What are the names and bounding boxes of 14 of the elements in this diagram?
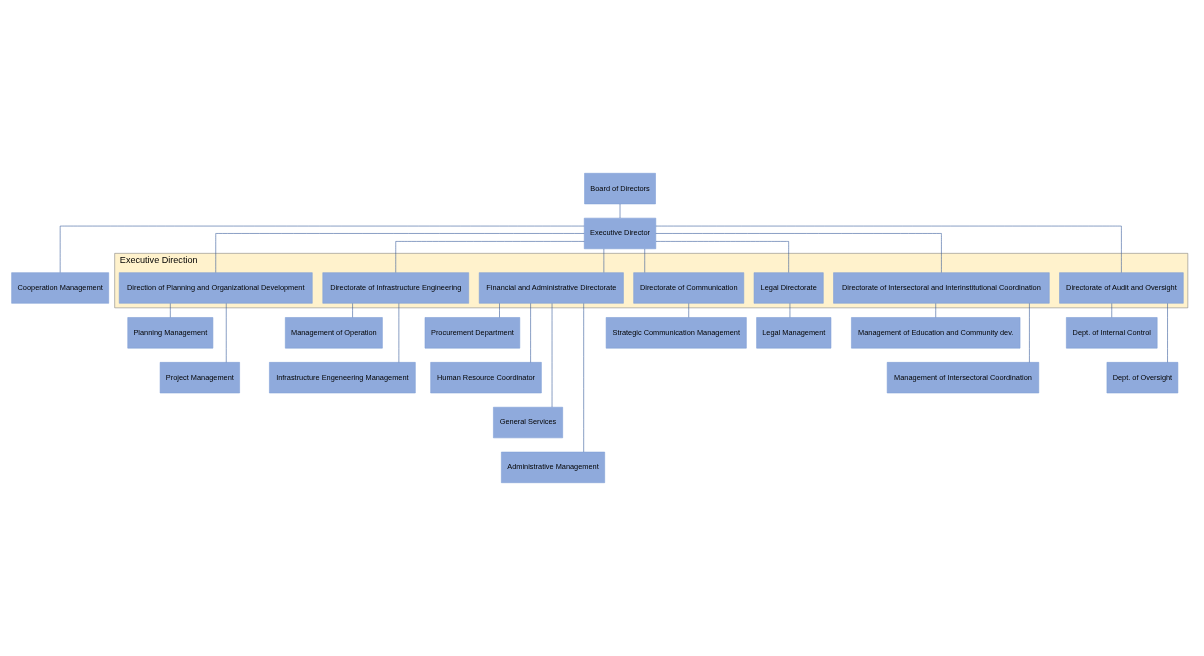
- connector: [499, 303, 500, 318]
- connector: [225, 303, 227, 363]
- connector: [655, 241, 789, 273]
- connector: [395, 241, 585, 273]
- connector: [530, 303, 531, 363]
- connector: [644, 248, 645, 273]
- connector: [1167, 303, 1168, 363]
- connector: [655, 225, 1122, 273]
- connector: [655, 233, 942, 273]
- connector: [215, 233, 585, 273]
- connector: [1029, 303, 1030, 363]
- connector: [583, 303, 584, 453]
- connector: [170, 303, 171, 318]
- connector: [352, 303, 353, 318]
